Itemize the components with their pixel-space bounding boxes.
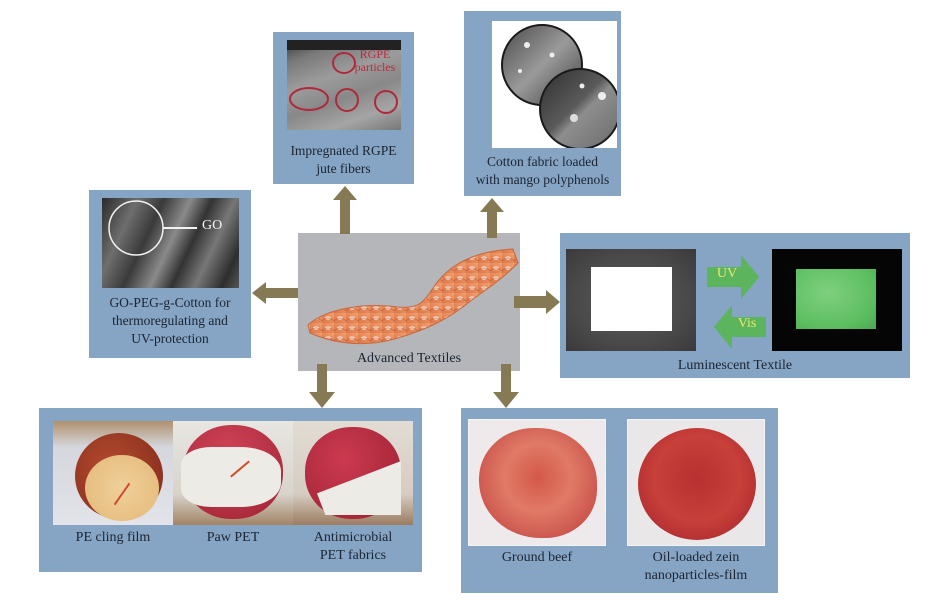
go-annotation-label: GO bbox=[202, 218, 223, 233]
sem-zoom-circle bbox=[539, 68, 617, 148]
apple-cut-face bbox=[85, 455, 159, 521]
mango-caption: Cotton fabric loaded with mango polyphen… bbox=[464, 153, 621, 189]
textile-illustration bbox=[307, 248, 519, 345]
zein-film-beef-image bbox=[627, 419, 765, 546]
node-oil-loaded-zein: Ground beef Oil-loaded zein nanoparticle… bbox=[461, 408, 778, 593]
rgpe-circle bbox=[332, 52, 356, 74]
rgpe-caption: Impregnated RGPE jute fibers bbox=[273, 142, 414, 178]
white-fabric-swatch bbox=[591, 267, 672, 331]
caption-line: thermoregulating and bbox=[112, 313, 228, 328]
arrow-to-antimicrobial bbox=[309, 364, 335, 408]
apple-antimicrobial-pet-image bbox=[293, 421, 413, 525]
go-caption: GO-PEG-g-Cotton for thermoregulating and… bbox=[89, 294, 251, 348]
go-circle bbox=[108, 200, 164, 256]
caption-line: jute fibers bbox=[316, 161, 371, 176]
arrow-to-zein bbox=[493, 364, 519, 408]
node-go-peg-cotton: GO GO-PEG-g-Cotton for thermoregulating … bbox=[89, 190, 251, 358]
node-luminescent-textile: UV Vis Luminescent Textile bbox=[560, 233, 910, 378]
beef-shape bbox=[479, 428, 597, 538]
caption-line: GO-PEG-g-Cotton for bbox=[109, 295, 231, 310]
ground-beef-image bbox=[468, 419, 606, 546]
center-advanced-textiles: Advanced Textiles bbox=[298, 233, 520, 371]
arrow-to-rgpe bbox=[333, 186, 357, 234]
vis-label: Vis bbox=[737, 316, 757, 331]
annotation-line: particles bbox=[354, 60, 396, 74]
arrow-to-go bbox=[252, 282, 298, 304]
rgpe-circle bbox=[289, 87, 329, 111]
rgpe-circle bbox=[335, 88, 359, 112]
vis-arrow: Vis bbox=[710, 305, 766, 349]
label-zein-film: Oil-loaded zein nanoparticles-film bbox=[623, 549, 769, 585]
arrow-to-mango bbox=[480, 198, 504, 238]
annotation-line: RGPE bbox=[359, 47, 391, 61]
node-rgpe-jute: RGPE particles Impregnated RGPE jute fib… bbox=[273, 32, 414, 184]
vis-arrow-shape bbox=[714, 305, 766, 349]
luminescent-daylight-image bbox=[566, 249, 696, 351]
sem-circles bbox=[501, 24, 617, 148]
rgpe-sem-image: RGPE particles bbox=[287, 40, 401, 130]
uv-label: UV bbox=[716, 266, 738, 281]
mango-sem-image bbox=[492, 21, 617, 148]
luminescent-caption: Luminescent Textile bbox=[677, 358, 793, 373]
apple-pe-cling-image bbox=[53, 421, 173, 525]
uv-arrow: UV bbox=[707, 255, 763, 299]
apple-paw-pet-image bbox=[173, 421, 293, 525]
arrow-to-luminescent bbox=[514, 290, 560, 314]
green-glowing-swatch bbox=[796, 269, 876, 329]
caption-line: with mango polyphenols bbox=[475, 172, 610, 187]
caption-line: Antimicrobial bbox=[313, 530, 393, 545]
uv-arrow-shape bbox=[707, 255, 759, 299]
rgpe-annotation-overlay bbox=[287, 40, 401, 114]
textile-shape bbox=[307, 248, 519, 345]
caption-line: Oil-loaded zein bbox=[652, 550, 740, 565]
label-antimicrobial-pet: Antimicrobial PET fabrics bbox=[293, 529, 413, 565]
node-mango-cotton: Cotton fabric loaded with mango polyphen… bbox=[464, 11, 621, 196]
rgpe-annotation-label: RGPE particles bbox=[350, 48, 400, 74]
go-annotation-overlay bbox=[108, 200, 197, 256]
label-pe-cling-film: PE cling film bbox=[75, 530, 151, 545]
caption-line: PET fabrics bbox=[319, 548, 387, 563]
rgpe-circle bbox=[374, 90, 398, 114]
beef-shape bbox=[638, 428, 756, 540]
luminescent-uv-image bbox=[772, 249, 902, 351]
center-label: Advanced Textiles bbox=[356, 351, 462, 366]
label-paw-pet: Paw PET bbox=[206, 530, 260, 545]
caption-line: nanoparticles-film bbox=[644, 568, 748, 583]
go-sem-image: GO bbox=[102, 198, 239, 288]
node-antimicrobial-pet: PE cling film Paw PET Antimicrobial PET … bbox=[39, 408, 422, 572]
caption-line: Impregnated RGPE bbox=[290, 143, 397, 158]
caption-line: UV-protection bbox=[131, 331, 209, 346]
label-ground-beef: Ground beef bbox=[501, 550, 573, 565]
caption-line: Cotton fabric loaded bbox=[487, 154, 598, 169]
